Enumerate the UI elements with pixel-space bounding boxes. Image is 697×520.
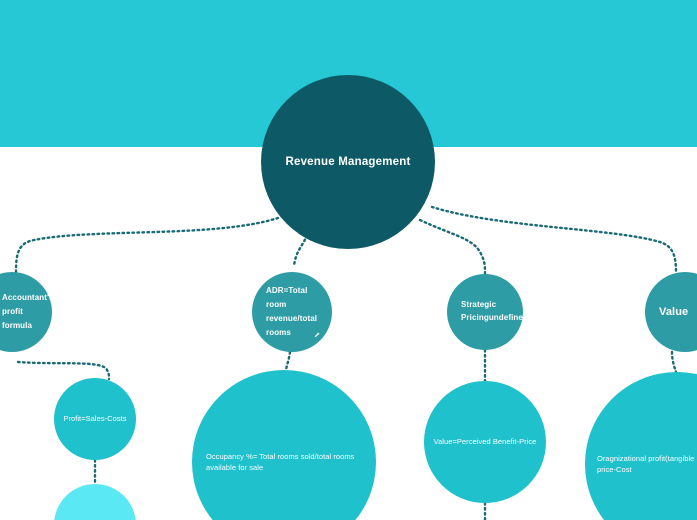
node-strategic-pricing-label: Strategic Pricingundefined: [461, 300, 523, 322]
node-occupancy-formula-label: Occupancy %= Total rooms sold/total room…: [206, 451, 355, 472]
edge-root-to-accountant: [14, 216, 280, 274]
node-value-label: Value: [659, 305, 689, 318]
edge-adr-to-occupancy: [284, 350, 292, 372]
node-root[interactable]: Revenue Management: [261, 75, 435, 249]
node-profit-child[interactable]: [54, 484, 136, 520]
node-profit-formula-label: Profit=Sales-Costs: [63, 414, 127, 424]
node-profit-formula[interactable]: Profit=Sales-Costs: [54, 378, 136, 460]
node-organizational-profit-label: Oragnizational profit(tangible benefit)=…: [597, 453, 697, 474]
node-adr-formula[interactable]: ADR=Total room revenue/total rooms: [252, 272, 332, 352]
edge-root-to-adr: [292, 233, 309, 268]
node-accountants-profit-formula[interactable]: Accountant's profit formula: [0, 272, 52, 352]
node-root-label: Revenue Management: [285, 156, 411, 168]
node-value-formula[interactable]: Value=Perceived Benefit-Price: [424, 381, 546, 503]
node-value[interactable]: Value: [645, 272, 697, 352]
node-adr-formula-label: ADR=Total room revenue/total rooms: [266, 286, 318, 337]
node-value-formula-label: Value=Perceived Benefit-Price: [433, 437, 537, 447]
edge-root-to-strategic: [418, 218, 487, 276]
edge-accountant-to-profit: [16, 360, 111, 381]
node-occupancy-formula[interactable]: Occupancy %= Total rooms sold/total room…: [192, 370, 376, 520]
edge-root-to-value: [430, 205, 678, 274]
pencil-icon: [314, 332, 320, 338]
edge-value-to-orgprofit: [670, 350, 678, 374]
node-strategic-pricing[interactable]: Strategic Pricingundefined: [447, 274, 523, 350]
node-accountants-profit-formula-label: Accountant's profit formula: [2, 293, 52, 330]
node-organizational-profit[interactable]: Oragnizational profit(tangible benefit)=…: [585, 372, 697, 520]
